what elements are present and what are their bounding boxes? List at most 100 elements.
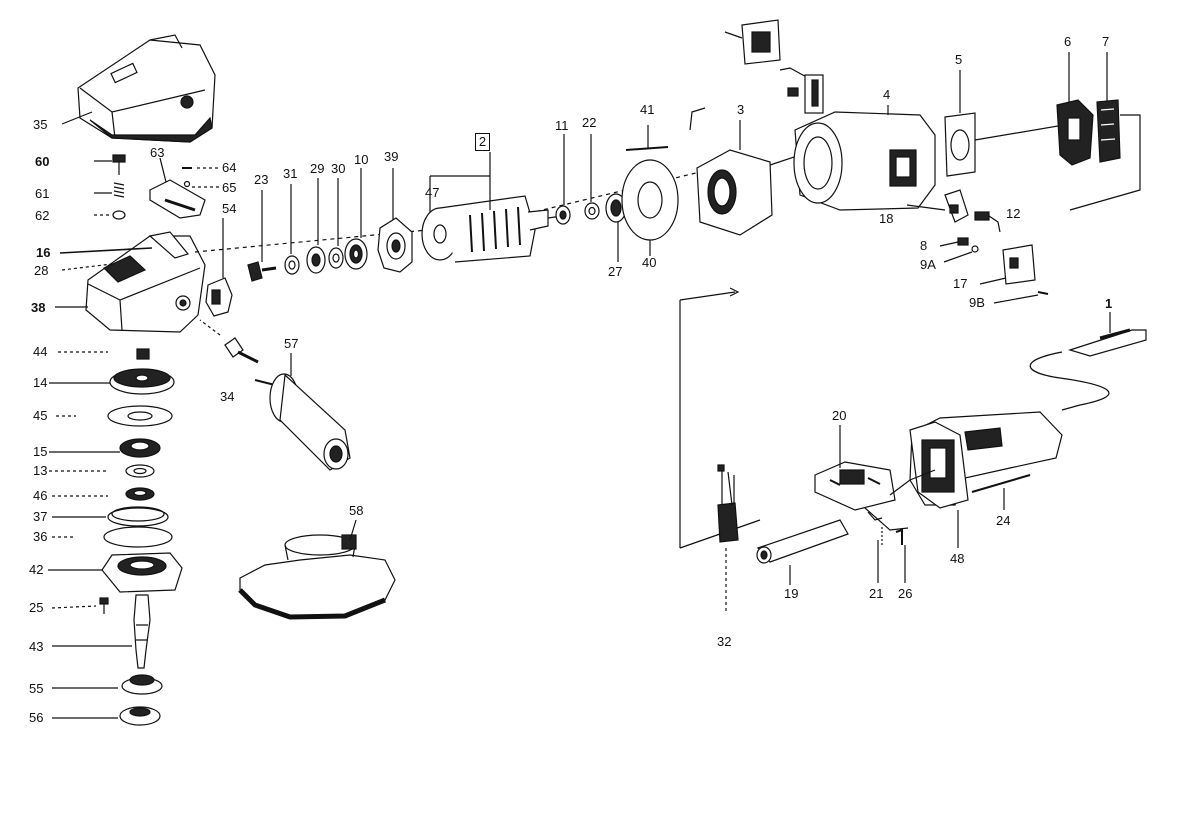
part-58-wheel-guard [238, 534, 396, 620]
label-part-55: 55 [29, 681, 44, 696]
label-part-6: 6 [1064, 34, 1072, 49]
part-brush-holder-top [724, 19, 824, 114]
label-part-25: 25 [29, 600, 44, 615]
label-part-5: 5 [955, 52, 963, 67]
label-part-36: 36 [33, 529, 48, 544]
label-part-27: 27 [608, 264, 623, 279]
part-35-gear-housing-cover [77, 34, 216, 143]
part-14-bevel-gear [109, 368, 175, 395]
label-part-29: 29 [310, 161, 325, 176]
part-41-pin [625, 107, 706, 151]
label-part-11: 11 [555, 118, 569, 133]
label-part-57: 57 [284, 336, 299, 351]
label-part-39: 39 [384, 149, 399, 164]
part-20-switch [814, 461, 896, 511]
part-23-bearing-screw [247, 261, 277, 282]
part-60-screw [112, 154, 126, 175]
label-part-34: 34 [220, 389, 235, 404]
label-part-4: 4 [883, 87, 891, 102]
part-31-washer [284, 255, 300, 275]
label-part-2: 2 [475, 133, 490, 151]
part-22-bearing [584, 202, 600, 220]
part-19-sleeve [756, 519, 849, 564]
part-27-baffle-ring [605, 193, 627, 223]
part-39-bearing-flange [377, 217, 413, 273]
part-11-bearing [555, 205, 571, 225]
part-15-ball-bearing [119, 438, 161, 458]
label-part-9B: 9B [969, 295, 985, 310]
label-part-9A: 9A [920, 257, 936, 272]
part-17-brush-cover [1002, 244, 1036, 285]
part-18-brush-holder [944, 189, 969, 223]
part-40-fan-baffle-disc [621, 159, 679, 241]
label-part-42: 42 [29, 562, 44, 577]
part-13-ring [125, 464, 155, 478]
part-9A-screw [971, 245, 979, 253]
label-part-47: 47 [425, 185, 440, 200]
part-1-power-cord [1029, 328, 1147, 411]
label-part-16: 16 [36, 245, 51, 260]
label-part-48: 48 [950, 551, 965, 566]
part-8-screw [957, 237, 969, 246]
part-10-ball-bearing [344, 238, 368, 270]
label-part-18: 18 [879, 211, 894, 226]
label-part-17: 17 [953, 276, 968, 291]
label-part-35: 35 [33, 117, 48, 132]
part-29-bearing [306, 246, 326, 274]
label-part-13: 13 [33, 463, 48, 478]
part-46-washer [125, 487, 155, 501]
part-56-clamping-nut [119, 706, 161, 726]
label-part-63: 63 [150, 145, 165, 160]
label-part-62: 62 [35, 208, 50, 223]
part-5-gasket [944, 112, 976, 177]
label-part-28: 28 [34, 263, 49, 278]
part-handle-housing [909, 411, 1063, 509]
label-part-54: 54 [222, 201, 237, 216]
part-32-capacitor [717, 464, 739, 543]
part-4-motor-housing [793, 111, 936, 211]
label-part-45: 45 [33, 408, 48, 423]
label-part-40: 40 [642, 255, 657, 270]
label-part-15: 15 [33, 444, 48, 459]
label-part-26: 26 [898, 586, 913, 601]
label-part-10: 10 [354, 152, 369, 167]
part-25-screw [99, 597, 109, 614]
part-38-gear-housing [85, 231, 206, 333]
part-26-terminal [895, 528, 903, 545]
part-3-field-stator [696, 149, 804, 236]
label-part-43: 43 [29, 639, 44, 654]
part-43-spindle [133, 594, 151, 669]
label-part-46: 46 [33, 488, 48, 503]
label-part-1: 1 [1105, 296, 1113, 311]
label-part-19: 19 [784, 586, 799, 601]
part-21-wire [867, 511, 883, 545]
part-42-bearing-flange [101, 552, 183, 593]
part-57-side-handle [254, 373, 351, 471]
part-47-armature [421, 195, 563, 263]
label-part-14: 14 [33, 375, 48, 390]
part-65-washer [183, 180, 191, 188]
label-part-8: 8 [920, 238, 928, 253]
label-part-37: 37 [33, 509, 48, 524]
label-part-23: 23 [254, 172, 269, 187]
part-7-identification-plate [1096, 99, 1121, 163]
label-part-38: 38 [31, 300, 46, 315]
part-62-washer [112, 210, 126, 220]
label-part-61: 61 [35, 186, 50, 201]
part-12-carbon-brush [974, 211, 1001, 233]
label-part-12: 12 [1006, 206, 1021, 221]
part-34-screw [224, 337, 259, 364]
part-24-screw [971, 474, 1031, 493]
part-37-circlip [107, 506, 169, 527]
label-part-31: 31 [283, 166, 298, 181]
label-part-65: 65 [222, 180, 237, 195]
label-part-30: 30 [331, 161, 346, 176]
part-61-spring [113, 182, 125, 198]
label-part-60: 60 [35, 154, 50, 169]
part-54-spindle-lock [205, 277, 233, 317]
label-part-22: 22 [582, 115, 597, 130]
label-part-21: 21 [869, 586, 884, 601]
label-part-20: 20 [832, 408, 847, 423]
label-part-7: 7 [1102, 34, 1110, 49]
